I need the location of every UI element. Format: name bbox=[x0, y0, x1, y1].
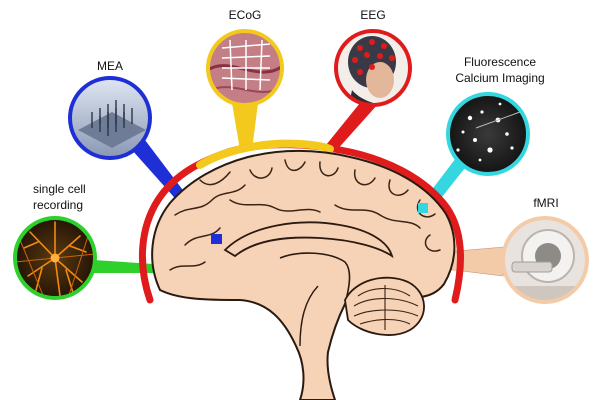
single-cell-label-line1: single cell bbox=[33, 182, 86, 197]
single-cell-photo-circle bbox=[15, 218, 95, 300]
eeg-pointer bbox=[322, 103, 378, 152]
mea-label: MEA bbox=[88, 59, 132, 74]
fluorescence-label-line2: Calcium Imaging bbox=[440, 71, 560, 86]
cerebellum bbox=[345, 278, 424, 335]
mea-photo-circle bbox=[70, 78, 150, 158]
fluorescence-label-line1: Fluorescence bbox=[450, 55, 550, 70]
single-cell-label-line2: recording bbox=[33, 198, 83, 213]
brain-sagittal-illustration bbox=[142, 144, 460, 400]
fmri-label: fMRI bbox=[526, 196, 566, 211]
mea-site-marker bbox=[211, 234, 222, 244]
eeg-photo-circle bbox=[333, 28, 413, 120]
ecog-label: ECoG bbox=[222, 8, 268, 23]
brain-outline bbox=[152, 151, 454, 400]
ecog-photo-circle bbox=[205, 30, 285, 110]
eeg-label: EEG bbox=[352, 8, 394, 23]
fluorescence-photo-circle bbox=[448, 94, 528, 174]
fluorescence-site-marker bbox=[418, 203, 428, 213]
fmri-photo-circle bbox=[503, 218, 587, 306]
